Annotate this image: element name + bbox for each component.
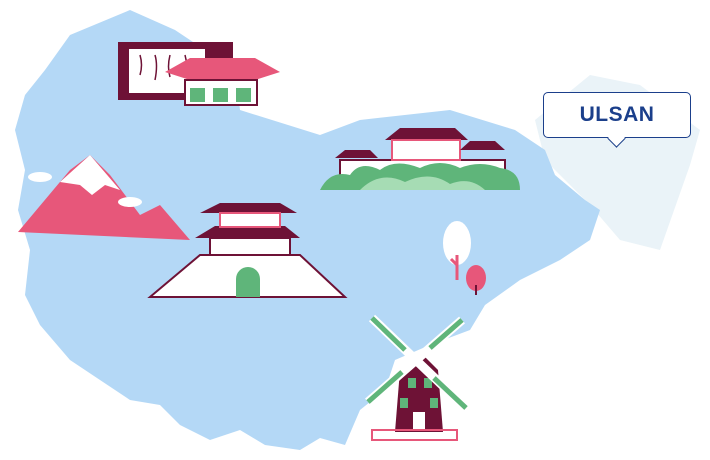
temple-complex-icon — [320, 128, 520, 190]
palace-gate-icon — [147, 203, 348, 298]
region-label: ULSAN — [579, 103, 655, 126]
land-area[interactable] — [15, 10, 600, 450]
mountain-icon — [18, 155, 190, 240]
region-label-callout[interactable]: ULSAN — [543, 92, 691, 138]
bangudae-petroglyphs-icon — [118, 42, 280, 106]
trees-icon — [443, 221, 486, 295]
windmill-icon — [365, 314, 470, 441]
